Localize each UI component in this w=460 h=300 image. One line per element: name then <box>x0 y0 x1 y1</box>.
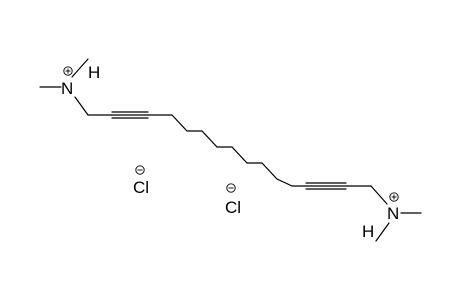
negative-charge-cl1 <box>135 165 145 175</box>
bond-n2-methyl-down <box>375 222 390 242</box>
atom-n2-label: N <box>387 204 399 223</box>
positive-charge-n1 <box>63 66 73 76</box>
bond-n1-ch2 <box>74 96 89 116</box>
atom-h2-label: H <box>362 222 374 241</box>
atom-h1-label: H <box>88 63 100 82</box>
positive-charge-n2 <box>389 192 399 202</box>
bond-n1-methyl-up <box>71 58 89 78</box>
chloride-ion-2-label: Cl <box>225 198 241 217</box>
triple-bond-left <box>111 111 149 119</box>
negative-charge-cl2 <box>226 183 236 193</box>
zigzag-alkyl-chain <box>171 114 293 187</box>
bond-ch2-n2 <box>370 185 388 205</box>
atom-n1-label: N <box>61 79 73 98</box>
chloride-ion-1-label: Cl <box>133 178 149 197</box>
triple-bond-right <box>305 182 347 190</box>
